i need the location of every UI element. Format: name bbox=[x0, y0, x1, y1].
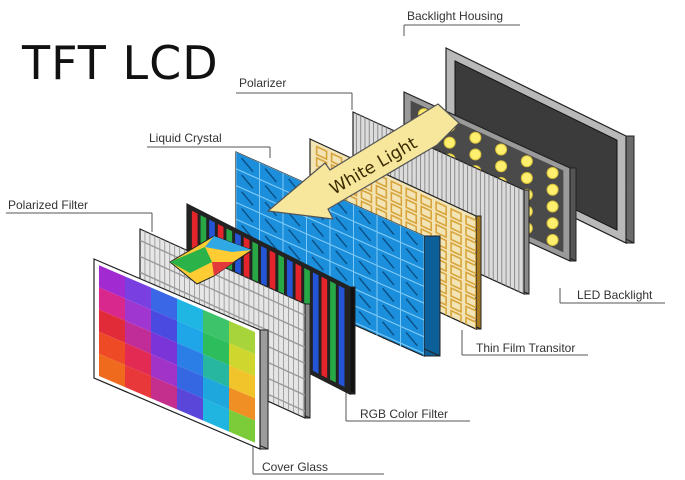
label-led-backlight: LED Backlight bbox=[577, 288, 653, 302]
led-dot bbox=[546, 217, 559, 230]
label-rgb-color-filter: RGB Color Filter bbox=[360, 407, 449, 421]
mosaic-tile bbox=[229, 320, 256, 355]
led-dot bbox=[520, 172, 533, 184]
color-arrow bbox=[169, 235, 254, 285]
led-dot bbox=[469, 148, 482, 161]
mosaic-tile bbox=[229, 409, 256, 443]
mosaic-tile bbox=[177, 342, 204, 377]
led-dot bbox=[546, 200, 559, 213]
mosaic-tile bbox=[150, 376, 177, 410]
mosaic-tile bbox=[203, 354, 230, 388]
mosaic-tile bbox=[150, 309, 177, 343]
mosaic-tile bbox=[150, 353, 177, 388]
mosaic-tile bbox=[124, 298, 151, 332]
led-dot bbox=[469, 131, 482, 144]
mosaic-tile bbox=[150, 331, 177, 366]
mosaic-tile bbox=[229, 387, 256, 421]
led-dot bbox=[495, 143, 508, 156]
mosaic-tile bbox=[177, 320, 204, 355]
mosaic-tile bbox=[98, 331, 125, 365]
mosaic-tile bbox=[177, 365, 204, 399]
label-backlight-housing: Backlight Housing bbox=[407, 9, 504, 23]
mosaic-tile bbox=[124, 342, 151, 377]
mosaic-tile bbox=[203, 331, 230, 366]
rgb-stripe bbox=[312, 272, 319, 374]
page-title: TFT LCD bbox=[22, 36, 219, 90]
mosaic-tile bbox=[98, 353, 125, 388]
mosaic-tile bbox=[177, 387, 204, 421]
mosaic-tile bbox=[229, 365, 256, 399]
mosaic-tile bbox=[203, 309, 230, 344]
mosaic-tile bbox=[229, 343, 256, 377]
mosaic-tile bbox=[124, 276, 151, 310]
mosaic-tile bbox=[203, 376, 230, 410]
led-dot bbox=[443, 136, 456, 149]
rgb-stripe bbox=[330, 281, 336, 383]
panel-cover-glass bbox=[93, 258, 269, 450]
led-dot bbox=[546, 234, 559, 246]
rgb-stripe bbox=[321, 276, 328, 379]
label-thin-film-transitor: Thin Film Transitor bbox=[476, 341, 576, 355]
rgb-stripe bbox=[338, 285, 345, 387]
mosaic-tile bbox=[98, 265, 125, 299]
label-polarized-filter: Polarized Filter bbox=[8, 198, 89, 212]
mosaic-tile bbox=[124, 364, 151, 399]
led-dot bbox=[546, 183, 559, 196]
white-light-arrow-body bbox=[267, 103, 460, 220]
led-dot bbox=[495, 160, 508, 173]
mosaic-tile bbox=[98, 309, 125, 343]
mosaic-tile bbox=[98, 287, 125, 321]
cover-glass-mosaic bbox=[98, 265, 256, 443]
led-dot bbox=[520, 155, 533, 168]
label-liquid-crystal: Liquid Crystal bbox=[149, 131, 222, 145]
mosaic-tile bbox=[124, 320, 151, 354]
mosaic-tile bbox=[150, 287, 177, 321]
led-dot bbox=[546, 167, 559, 180]
mosaic-tile bbox=[203, 398, 230, 432]
label-cover-glass: Cover Glass bbox=[262, 460, 329, 474]
mosaic-tile bbox=[177, 298, 204, 332]
label-polarizer: Polarizer bbox=[239, 76, 287, 90]
